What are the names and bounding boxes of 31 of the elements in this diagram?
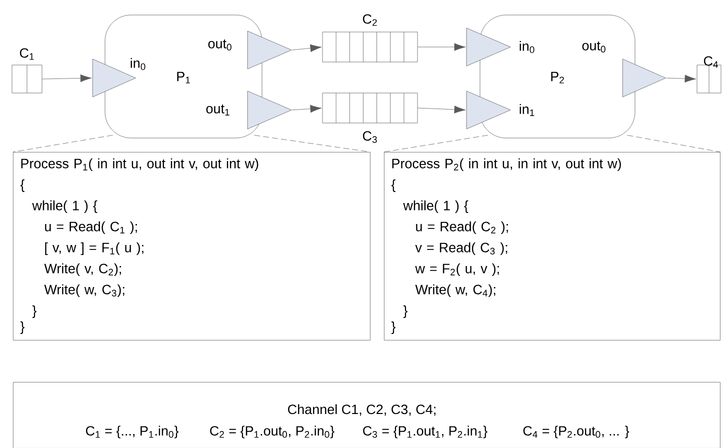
port-label: out$_{1}$ bbox=[206, 104, 230, 116]
arrow bbox=[418, 106, 466, 114]
code-box: Process P$_{2}$( in int u, in int v, out int w) { while( 1 ) { u = Read( C$_{2}$ ); v = Read( C$_{3}$ ); w = F$_{2}$( u, v ); Write( w, C$_{4}$); } } bbox=[384, 152, 720, 340]
queue-box bbox=[12, 64, 42, 94]
channel-label: C$_{1}$ bbox=[20, 48, 34, 60]
dashed-line bbox=[254, 135, 371, 152]
arrow bbox=[292, 44, 322, 52]
queue-box bbox=[322, 92, 418, 124]
channel-label: C$_{3}$ bbox=[362, 131, 377, 143]
port-label: out$_{0}$ bbox=[208, 40, 232, 50]
port-triangle bbox=[622, 58, 666, 98]
port-triangle bbox=[247, 30, 292, 70]
port-label: in$_{0}$ bbox=[130, 58, 146, 70]
port-label: in$_{1}$ bbox=[520, 104, 534, 116]
channel-label: C$_{4}$ bbox=[704, 56, 718, 68]
dashed-line bbox=[627, 135, 721, 152]
arrow bbox=[666, 74, 696, 82]
code-box: Process P$_{1}$( in int u, out int v, out int w) { while( 1 ) { u = Read( C$_{1}$ ); [ v, w ] = F$_{1}$( u ); Write( v, C$_{2}$); Write( w, C$_{3}$); } } bbox=[13, 152, 370, 340]
port-label: out$_{0}$ bbox=[582, 42, 606, 52]
arrow bbox=[292, 104, 322, 113]
declaration-box: Channel C1, C2, C3, C4; C$_{1}$ = {..., P$_{1}$.in$_{0}$} C$_{2}$ = {P$_{1}$.out$_{0}$, P$_{2}$.in$_{0}$} C$_{3}$ = {P$_{1}$.out$_{1}$, P$_{2}$.in$_{1}$} C$_{4}$ = {P$_{2}$.out$_{0}$, ... } bbox=[13, 382, 720, 448]
port-triangle bbox=[466, 90, 511, 130]
arrow bbox=[418, 43, 466, 51]
dashed-line bbox=[384, 135, 488, 152]
port-label: in$_{0}$ bbox=[520, 40, 534, 54]
arrow bbox=[42, 74, 92, 82]
queue-box bbox=[322, 32, 418, 62]
port-triangle bbox=[247, 90, 292, 130]
dashed-line bbox=[12, 135, 113, 152]
channel-label: C$_{2}$ bbox=[362, 14, 377, 26]
port-triangle bbox=[466, 28, 511, 66]
